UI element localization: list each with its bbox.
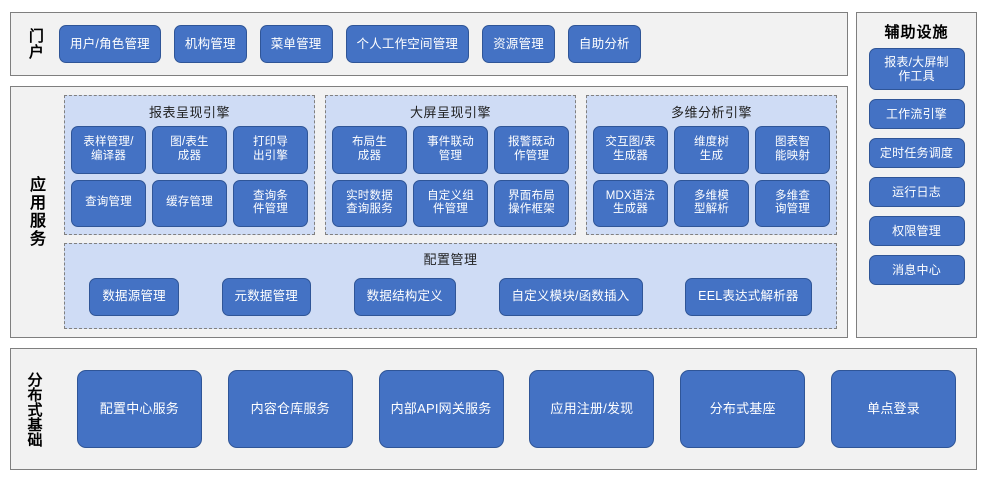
- portal-layer: 门户 用户/角色管理 机构管理 菜单管理 个人工作空间管理 资源管理 自助分析: [10, 12, 848, 76]
- engine-panel-row: 报表呈现引擎 表样管理/ 编译器 图/表生 成器 打印导 出引擎 查询管理 缓存…: [64, 95, 837, 235]
- config-node-custom-module-function-insert[interactable]: 自定义模块/函数插入: [498, 277, 643, 316]
- engine-title-large-screen-presentation: 大屏呈现引擎: [409, 105, 491, 120]
- configuration-management-node-list: 数据源管理 元数据管理 数据结构定义 自定义模块/函数插入 EEL表达式解析器: [73, 273, 828, 320]
- engine-node-ui-layout-operation-framework[interactable]: 界面布局 操作框架: [494, 179, 569, 227]
- distributed-node-single-sign-on[interactable]: 单点登录: [831, 370, 957, 448]
- portal-node-org-management[interactable]: 机构管理: [173, 25, 247, 63]
- configuration-management-panel: 配置管理 数据源管理 元数据管理 数据结构定义 自定义模块/函数插入 EEL表达…: [64, 243, 837, 329]
- distributed-base-layer-label-text: 分布式基础: [25, 371, 43, 447]
- engine-panel-large-screen-presentation: 大屏呈现引擎 布局生 成器 事件联动 管理 报警既动 作管理 实时数据 查询服务…: [325, 95, 576, 235]
- engine-node-chart-intelligent-mapping[interactable]: 图表智 能映射: [755, 126, 830, 174]
- auxiliary-node-report-dashboard-authoring-tool[interactable]: 报表/大屏制 作工具: [868, 48, 965, 90]
- engine-node-cache-management[interactable]: 缓存管理: [152, 179, 227, 227]
- engine-node-interactive-chart-table-generator[interactable]: 交互图/表 生成器: [593, 126, 668, 174]
- application-services-body: 报表呈现引擎 表样管理/ 编译器 图/表生 成器 打印导 出引擎 查询管理 缓存…: [59, 87, 847, 337]
- engine-grid-large-screen-presentation: 布局生 成器 事件联动 管理 报警既动 作管理 实时数据 查询服务 自定义组 件…: [332, 126, 569, 227]
- application-services-layer-label-text: 应用服务: [27, 176, 44, 248]
- distributed-node-app-registration-discovery[interactable]: 应用注册/发现: [529, 370, 655, 448]
- configuration-management-title: 配置管理: [423, 252, 478, 267]
- distributed-base-node-list: 配置中心服务 内容仓库服务 内部API网关服务 应用注册/发现 分布式基座 单点…: [57, 349, 976, 469]
- portal-node-list: 用户/角色管理 机构管理 菜单管理 个人工作空间管理 资源管理 自助分析: [59, 13, 847, 75]
- auxiliary-node-scheduled-task-dispatch[interactable]: 定时任务调度: [868, 138, 965, 168]
- engine-node-multidimensional-query-management[interactable]: 多维查 询管理: [755, 179, 830, 227]
- distributed-node-config-center-service[interactable]: 配置中心服务: [76, 370, 202, 448]
- engine-node-multidimensional-model-parsing[interactable]: 多维模 型解析: [674, 179, 749, 227]
- engine-panel-report-presentation: 报表呈现引擎 表样管理/ 编译器 图/表生 成器 打印导 出引擎 查询管理 缓存…: [64, 95, 315, 235]
- portal-node-personal-workspace-management[interactable]: 个人工作空间管理: [345, 25, 470, 63]
- engine-node-layout-generator[interactable]: 布局生 成器: [332, 126, 407, 174]
- engine-panel-multidimensional-analysis: 多维分析引擎 交互图/表 生成器 维度树 生成 图表智 能映射 MDX语法 生成…: [586, 95, 837, 235]
- config-node-datasource-management[interactable]: 数据源管理: [89, 277, 179, 316]
- application-services-layer: 应用服务 报表呈现引擎 表样管理/ 编译器 图/表生 成器 打印导 出引擎 查询…: [10, 86, 848, 338]
- engine-node-realtime-data-query-service[interactable]: 实时数据 查询服务: [332, 179, 407, 227]
- portal-layer-label: 门户: [11, 13, 59, 75]
- config-node-metadata-management[interactable]: 元数据管理: [221, 277, 312, 316]
- engine-node-print-export-engine[interactable]: 打印导 出引擎: [233, 126, 308, 174]
- engine-node-custom-component-management[interactable]: 自定义组 件管理: [413, 179, 488, 227]
- auxiliary-facilities-title: 辅助设施: [884, 24, 949, 41]
- portal-node-user-role-management[interactable]: 用户/角色管理: [59, 25, 161, 63]
- engine-node-query-condition-management[interactable]: 查询条 件管理: [233, 179, 308, 227]
- engine-node-chart-table-generator[interactable]: 图/表生 成器: [152, 126, 227, 174]
- auxiliary-node-runtime-log[interactable]: 运行日志: [868, 177, 965, 207]
- distributed-base-layer-label: 分布式基础: [11, 349, 57, 469]
- auxiliary-node-message-center[interactable]: 消息中心: [868, 255, 965, 285]
- engine-grid-multidimensional-analysis: 交互图/表 生成器 维度树 生成 图表智 能映射 MDX语法 生成器 多维模 型…: [593, 126, 830, 227]
- engine-title-multidimensional-analysis: 多维分析引擎: [670, 105, 752, 120]
- portal-node-self-service-analysis[interactable]: 自助分析: [567, 25, 641, 63]
- auxiliary-facilities-layer: 辅助设施 报表/大屏制 作工具 工作流引擎 定时任务调度 运行日志 权限管理 消…: [856, 12, 977, 338]
- engine-node-event-linkage-management[interactable]: 事件联动 管理: [413, 126, 488, 174]
- config-node-data-structure-definition[interactable]: 数据结构定义: [353, 277, 456, 316]
- portal-layer-label-text: 门户: [26, 28, 44, 60]
- engine-node-template-management-compiler[interactable]: 表样管理/ 编译器: [71, 126, 146, 174]
- engine-node-query-management[interactable]: 查询管理: [71, 179, 146, 227]
- auxiliary-node-permission-management[interactable]: 权限管理: [868, 216, 965, 246]
- application-services-layer-label: 应用服务: [11, 87, 59, 337]
- auxiliary-node-workflow-engine[interactable]: 工作流引擎: [868, 99, 965, 129]
- distributed-base-layer: 分布式基础 配置中心服务 内容仓库服务 内部API网关服务 应用注册/发现 分布…: [10, 348, 977, 470]
- engine-title-report-presentation: 报表呈现引擎: [148, 105, 230, 120]
- distributed-node-internal-api-gateway-service[interactable]: 内部API网关服务: [378, 370, 504, 448]
- distributed-node-distributed-foundation[interactable]: 分布式基座: [680, 370, 806, 448]
- engine-node-alarm-action-management[interactable]: 报警既动 作管理: [494, 126, 569, 174]
- portal-node-menu-management[interactable]: 菜单管理: [259, 25, 333, 63]
- distributed-node-content-repository-service[interactable]: 内容仓库服务: [227, 370, 353, 448]
- engine-grid-report-presentation: 表样管理/ 编译器 图/表生 成器 打印导 出引擎 查询管理 缓存管理 查询条 …: [71, 126, 308, 227]
- engine-node-mdx-syntax-generator[interactable]: MDX语法 生成器: [593, 179, 668, 227]
- config-node-eel-expression-parser[interactable]: EEL表达式解析器: [685, 277, 812, 316]
- portal-node-resource-management[interactable]: 资源管理: [482, 25, 555, 63]
- engine-node-dimension-tree-generation[interactable]: 维度树 生成: [674, 126, 749, 174]
